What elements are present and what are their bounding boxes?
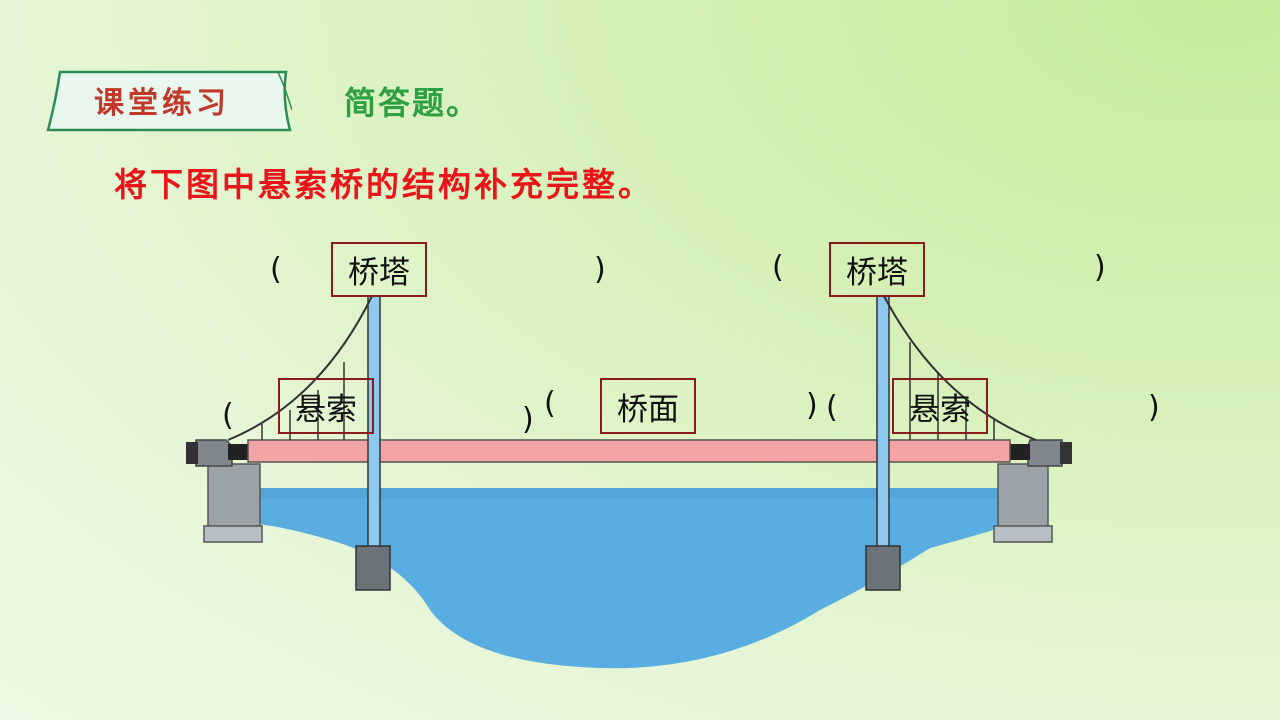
right-anchor [1027,439,1063,467]
left-main-cable [227,295,373,441]
right-tower [876,295,890,549]
section-tag-shape [46,70,292,132]
paren-open-left-cable: ( [222,398,234,433]
paren-open-deck: ( [544,386,556,421]
question-prompt: 将下图中悬索桥的结构补充完整。 [114,165,654,204]
answer-left-cable: 悬索 [278,378,374,434]
paren-close-deck: ) [806,388,818,423]
paren-close-right-tower: ) [1094,250,1106,285]
river-water [258,488,1000,669]
answer-right-tower: 桥塔 [829,242,925,297]
paren-open-left-tower: ( [270,252,282,287]
question-type: 简答题。 [344,84,481,122]
left-anchor [195,439,233,467]
right-abutment [997,463,1049,529]
paren-open-right-cable: ( [826,390,838,425]
bridge-deck [247,439,1011,463]
paren-close-right-cable: ) [1148,390,1160,425]
answer-right-cable: 悬索 [892,378,988,434]
answer-left-tower: 桥塔 [331,242,427,297]
right-main-cable [883,295,1037,441]
answer-deck: 桥面 [600,378,696,434]
paren-close-left-cable: ) [522,402,534,437]
paren-close-left-tower: ) [594,252,606,287]
paren-open-right-tower: ( [772,250,784,285]
right-hangers [909,342,995,440]
left-hangers [261,362,345,440]
section-tag-label: 课堂练习 [94,86,230,121]
left-abutment [207,463,261,529]
